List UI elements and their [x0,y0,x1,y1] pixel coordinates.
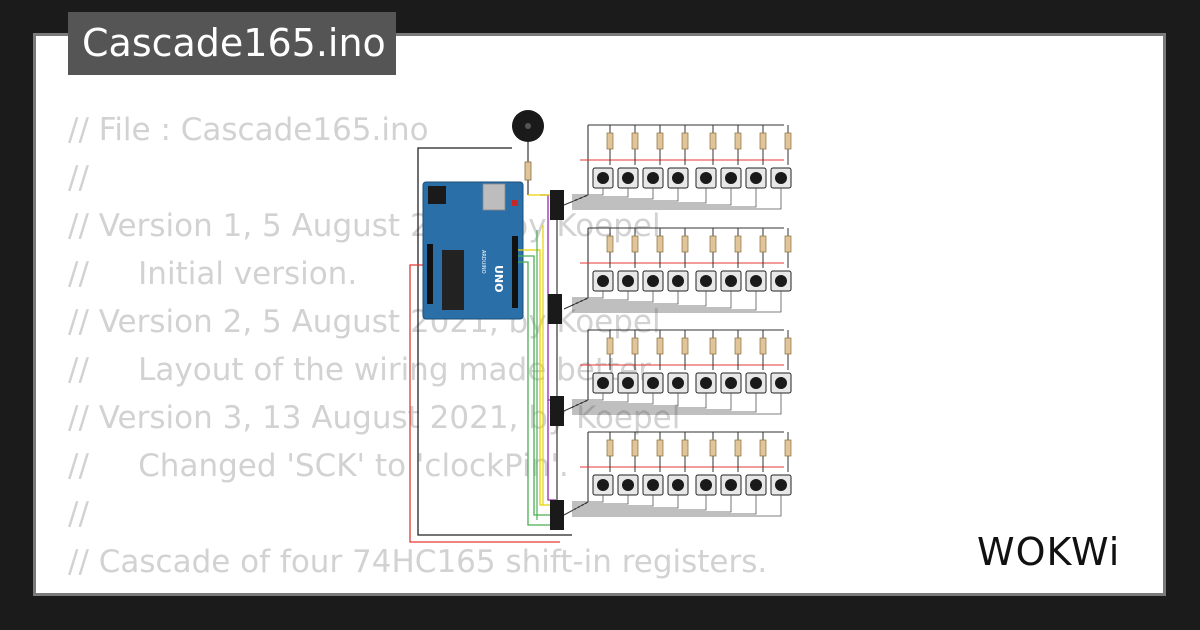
code-line: // Cascade of four 74HC165 shift-in regi… [68,544,768,580]
pullup-resistor [606,235,614,253]
board-brand: ARDUINO [480,250,486,274]
push-button-cap [700,172,712,184]
push-button-cap [672,275,684,287]
push-button-cap [597,377,609,389]
push-button-cap [647,377,659,389]
push-button-cap [647,479,659,491]
push-button-cap [622,172,634,184]
arduino-uno-board: UNO ARDUINO [422,181,524,320]
code-line: // [68,160,89,196]
push-button-cap [775,275,787,287]
pullup-resistor [606,337,614,355]
button-banks [563,124,792,517]
push-button-cap [775,479,787,491]
wokwi-logo: WOKWi [977,530,1120,574]
pullup-resistor [784,337,792,355]
push-button-cap [725,275,737,287]
push-button-cap [597,275,609,287]
push-button-cap [622,479,634,491]
pullup-resistor [784,132,792,150]
pullup-resistor [784,235,792,253]
push-button-cap [622,275,634,287]
pullup-resistor [656,132,664,150]
push-button-cap [672,479,684,491]
push-button-cap [725,479,737,491]
board-name: UNO [492,265,505,293]
pullup-resistor [759,235,767,253]
push-button-cap [597,479,609,491]
code-line: // Only three pins are used on the Ardui… [68,586,1152,593]
push-button-cap [647,172,659,184]
pullup-resistor [759,439,767,457]
push-button-cap [750,172,762,184]
pullup-resistor [606,439,614,457]
logo-text: WOKWi [977,530,1120,574]
pullup-resistor [656,439,664,457]
pullup-resistor [734,439,742,457]
push-button-cap [750,377,762,389]
pullup-resistor [759,132,767,150]
pullup-resistor [734,337,742,355]
push-button-cap [700,377,712,389]
pullup-resistor [681,439,689,457]
pullup-resistor [681,337,689,355]
push-button-cap [597,172,609,184]
pullup-resistor [734,132,742,150]
pullup-resistor [784,439,792,457]
pullup-resistor [631,132,639,150]
push-button-cap [672,172,684,184]
code-line: // File : Cascade165.ino [68,112,429,148]
pullup-resistor [709,337,717,355]
pullup-resistor [709,439,717,457]
code-line: // Initial version. [68,256,358,292]
push-button-cap [750,275,762,287]
pullup-resistor [709,132,717,150]
pullup-resistor [709,235,717,253]
push-button-cap [725,172,737,184]
push-button-cap [725,377,737,389]
pullup-resistor [631,439,639,457]
resistor-icon [524,161,532,181]
pullup-resistor [631,235,639,253]
project-title: Cascade165.ino [68,12,396,75]
push-button-cap [622,377,634,389]
push-button-cap [647,275,659,287]
push-button-cap [700,479,712,491]
code-line: // [68,496,89,532]
pullup-resistor [681,132,689,150]
push-button-cap [750,479,762,491]
pullup-resistor [631,337,639,355]
push-button-cap [775,172,787,184]
pullup-resistor [759,337,767,355]
push-button-cap [672,377,684,389]
push-button-cap [775,377,787,389]
pullup-resistor [606,132,614,150]
pullup-resistor [681,235,689,253]
shift-register-chip [548,190,564,530]
pullup-resistor [656,337,664,355]
pullup-resistor [656,235,664,253]
pullup-resistor [734,235,742,253]
push-button-cap [700,275,712,287]
